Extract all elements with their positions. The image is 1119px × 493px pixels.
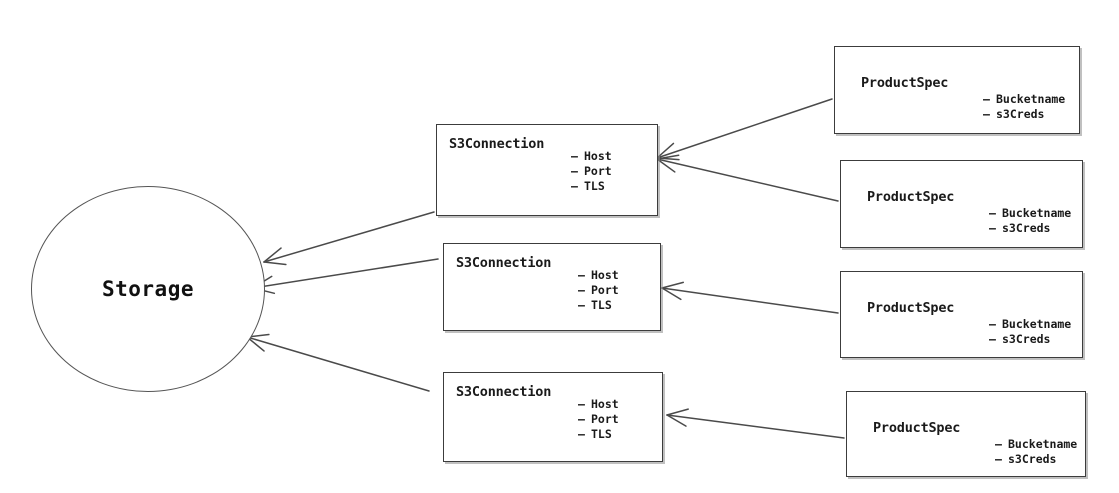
- productspec-attribute-label: s3Creds: [1008, 452, 1057, 466]
- s3connection-attribute: –TLS: [578, 427, 619, 442]
- productspec-box-3[interactable]: ProductSpec –Bucketname–s3Creds: [840, 271, 1083, 358]
- productspec-attribute: –s3Creds: [995, 452, 1077, 467]
- arrow-spec1-to-conn1: [656, 98, 833, 161]
- productspec-title: ProductSpec: [867, 189, 955, 205]
- productspec-box-4[interactable]: ProductSpec –Bucketname–s3Creds: [846, 391, 1086, 477]
- storage-node[interactable]: Storage: [31, 186, 265, 392]
- productspec-attribute: –s3Creds: [983, 107, 1065, 122]
- s3connection-attribute-label: Host: [584, 149, 612, 163]
- productspec-box-2[interactable]: ProductSpec –Bucketname–s3Creds: [840, 160, 1083, 248]
- productspec-attribute-label: s3Creds: [996, 107, 1045, 121]
- bullet-dash-icon: –: [578, 397, 585, 411]
- s3connection-attribute-label: Host: [591, 268, 619, 282]
- bullet-dash-icon: –: [983, 92, 990, 106]
- s3connection-attribute-label: Port: [591, 283, 619, 297]
- productspec-attribute: –s3Creds: [989, 221, 1071, 236]
- arrow-spec4-to-conn3: [666, 408, 845, 439]
- s3connection-attribute: –Host: [578, 397, 619, 412]
- productspec-attribute-label: Bucketname: [1002, 206, 1072, 220]
- s3connection-attribute: –TLS: [571, 179, 612, 194]
- productspec-attribute: –s3Creds: [989, 332, 1071, 347]
- bullet-dash-icon: –: [571, 164, 578, 178]
- bullet-dash-icon: –: [571, 149, 578, 163]
- bullet-dash-icon: –: [995, 437, 1002, 451]
- productspec-attribute-label: Bucketname: [1002, 317, 1072, 331]
- productspec-title: ProductSpec: [867, 300, 955, 316]
- productspec-title: ProductSpec: [861, 75, 949, 91]
- bullet-dash-icon: –: [571, 179, 578, 193]
- arrow-conn2-to-storage: [252, 258, 439, 295]
- bullet-dash-icon: –: [989, 206, 996, 220]
- bullet-dash-icon: –: [989, 221, 996, 235]
- s3connection-attribute-label: TLS: [584, 179, 605, 193]
- s3connection-attribute-list: –Host–Port–TLS: [571, 149, 612, 194]
- productspec-attribute-label: s3Creds: [1002, 332, 1051, 346]
- s3connection-attribute-label: TLS: [591, 298, 612, 312]
- s3connection-attribute-label: Port: [591, 412, 619, 426]
- bullet-dash-icon: –: [989, 332, 996, 346]
- bullet-dash-icon: –: [578, 427, 585, 441]
- s3connection-attribute-label: Port: [584, 164, 612, 178]
- productspec-attribute-list: –Bucketname–s3Creds: [983, 92, 1065, 122]
- s3connection-box-2[interactable]: S3Connection–Host–Port–TLS: [443, 243, 661, 331]
- storage-label: Storage: [101, 277, 194, 301]
- productspec-attribute: –Bucketname: [983, 92, 1065, 107]
- s3connection-title: S3Connection: [456, 255, 552, 271]
- productspec-attribute-label: Bucketname: [1008, 437, 1078, 451]
- bullet-dash-icon: –: [578, 412, 585, 426]
- s3connection-attribute: –Port: [578, 412, 619, 427]
- s3connection-attribute-list: –Host–Port–TLS: [578, 268, 619, 313]
- productspec-title: ProductSpec: [873, 420, 961, 436]
- s3connection-attribute: –Port: [571, 164, 612, 179]
- bullet-dash-icon: –: [578, 268, 585, 282]
- arrow-conn3-to-storage: [246, 333, 430, 392]
- s3connection-title: S3Connection: [456, 384, 552, 400]
- bullet-dash-icon: –: [995, 452, 1002, 466]
- s3connection-attribute: –Port: [578, 283, 619, 298]
- productspec-attribute-list: –Bucketname–s3Creds: [989, 206, 1071, 236]
- s3connection-attribute: –TLS: [578, 298, 619, 313]
- s3connection-attribute-label: Host: [591, 397, 619, 411]
- bullet-dash-icon: –: [983, 107, 990, 121]
- arrow-conn1-to-storage: [263, 211, 435, 266]
- productspec-attribute-label: Bucketname: [996, 92, 1066, 106]
- s3connection-attribute: –Host: [571, 149, 612, 164]
- productspec-attribute: –Bucketname: [989, 206, 1071, 221]
- bullet-dash-icon: –: [989, 317, 996, 331]
- bullet-dash-icon: –: [578, 298, 585, 312]
- productspec-attribute-list: –Bucketname–s3Creds: [995, 437, 1077, 467]
- s3connection-attribute-label: TLS: [591, 427, 612, 441]
- productspec-attribute: –Bucketname: [989, 317, 1071, 332]
- s3connection-title: S3Connection: [449, 136, 545, 152]
- s3connection-attribute-list: –Host–Port–TLS: [578, 397, 619, 442]
- productspec-box-1[interactable]: ProductSpec –Bucketname–s3Creds: [834, 46, 1080, 134]
- s3connection-box-3[interactable]: S3Connection–Host–Port–TLS: [443, 372, 663, 462]
- arrow-spec2-to-conn1: [656, 154, 839, 202]
- s3connection-box-1[interactable]: S3Connection–Host–Port–TLS: [436, 124, 658, 216]
- productspec-attribute-label: s3Creds: [1002, 221, 1051, 235]
- arrow-spec3-to-conn2: [661, 281, 839, 314]
- productspec-attribute: –Bucketname: [995, 437, 1077, 452]
- s3connection-attribute: –Host: [578, 268, 619, 283]
- productspec-attribute-list: –Bucketname–s3Creds: [989, 317, 1071, 347]
- bullet-dash-icon: –: [578, 283, 585, 297]
